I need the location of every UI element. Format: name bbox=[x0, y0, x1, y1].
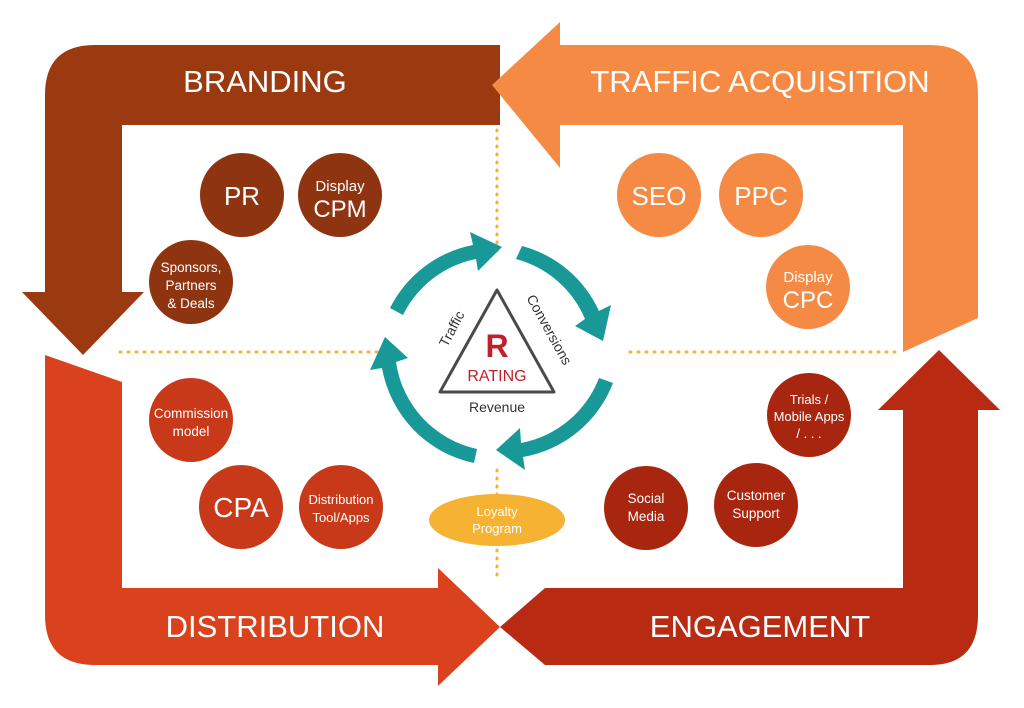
customer-support-label-1: Customer bbox=[727, 488, 786, 503]
loyalty-label-1: Loyalty bbox=[476, 504, 518, 519]
quadrant-dividers bbox=[118, 128, 897, 577]
rating-triangle-outline bbox=[438, 288, 556, 394]
rating-logo-word: RATING bbox=[467, 368, 526, 385]
rating-triangle: R RATING Traffic Conversions Revenue bbox=[436, 288, 575, 415]
loyalty-label-2: Program bbox=[472, 521, 522, 536]
engagement-arrow bbox=[500, 350, 1000, 665]
commission-label-2: model bbox=[173, 424, 210, 439]
cpa-label: CPA bbox=[213, 492, 269, 523]
display-cpc-label-2: CPC bbox=[783, 287, 834, 314]
social-media-label-1: Social bbox=[628, 491, 665, 506]
display-cpm-label-1: Display bbox=[315, 178, 365, 195]
seo-label: SEO bbox=[632, 181, 687, 211]
cycle-arrows bbox=[370, 232, 613, 470]
trials-label-2: Mobile Apps bbox=[774, 409, 845, 424]
display-cpc-label-1: Display bbox=[783, 269, 833, 286]
trials-label-1: Trials / bbox=[790, 392, 829, 407]
traffic-acquisition-title: TRAFFIC ACQUISITION bbox=[590, 64, 929, 99]
traffic-acquisition-arrow bbox=[492, 22, 978, 352]
sponsors-label-3: & Deals bbox=[167, 296, 215, 311]
engagement-title: ENGAGEMENT bbox=[650, 609, 871, 644]
seo-circle: SEO bbox=[617, 153, 701, 237]
trials-label-3: / . . . bbox=[796, 426, 821, 441]
cycle-arrow-left bbox=[370, 337, 477, 463]
cycle-arrow-right bbox=[516, 246, 611, 341]
distribution-arrow bbox=[45, 355, 500, 686]
ppc-label: PPC bbox=[734, 181, 787, 211]
distribution-title: DISTRIBUTION bbox=[166, 609, 385, 644]
sponsors-label-2: Partners bbox=[165, 278, 216, 293]
distribution-tool-label-1: Distribution bbox=[308, 492, 373, 507]
social-media-label-2: Media bbox=[628, 509, 665, 524]
display-cpm-circle: Display CPM bbox=[298, 153, 382, 237]
distribution-tool-circle: Distribution Tool/Apps bbox=[299, 465, 383, 549]
social-media-circle: Social Media bbox=[604, 466, 688, 550]
customer-support-label-2: Support bbox=[732, 506, 780, 521]
ppc-circle: PPC bbox=[719, 153, 803, 237]
cycle-arrow-top bbox=[390, 232, 502, 315]
loyalty-program-badge: Loyalty Program bbox=[429, 494, 565, 546]
rating-logo-letter: R bbox=[485, 328, 508, 364]
commission-label-1: Commission bbox=[154, 406, 228, 421]
triangle-label-revenue: Revenue bbox=[469, 399, 525, 415]
cpa-circle: CPA bbox=[199, 465, 283, 549]
pr-label: PR bbox=[224, 181, 260, 211]
sponsors-label-1: Sponsors, bbox=[161, 260, 222, 275]
trials-circle: Trials / Mobile Apps / . . . bbox=[767, 373, 851, 457]
customer-support-circle: Customer Support bbox=[714, 463, 798, 547]
branding-title: BRANDING bbox=[183, 64, 347, 99]
branding-arrow bbox=[22, 45, 500, 355]
display-cpc-circle: Display CPC bbox=[766, 245, 850, 329]
distribution-tool-label-2: Tool/Apps bbox=[312, 510, 370, 525]
pr-circle: PR bbox=[200, 153, 284, 237]
display-cpm-label-2: CPM bbox=[313, 196, 366, 223]
commission-circle: Commission model bbox=[149, 378, 233, 462]
sponsors-circle: Sponsors, Partners & Deals bbox=[149, 240, 233, 324]
cycle-arrow-bottom bbox=[496, 378, 613, 470]
triangle-label-traffic: Traffic bbox=[436, 308, 468, 349]
